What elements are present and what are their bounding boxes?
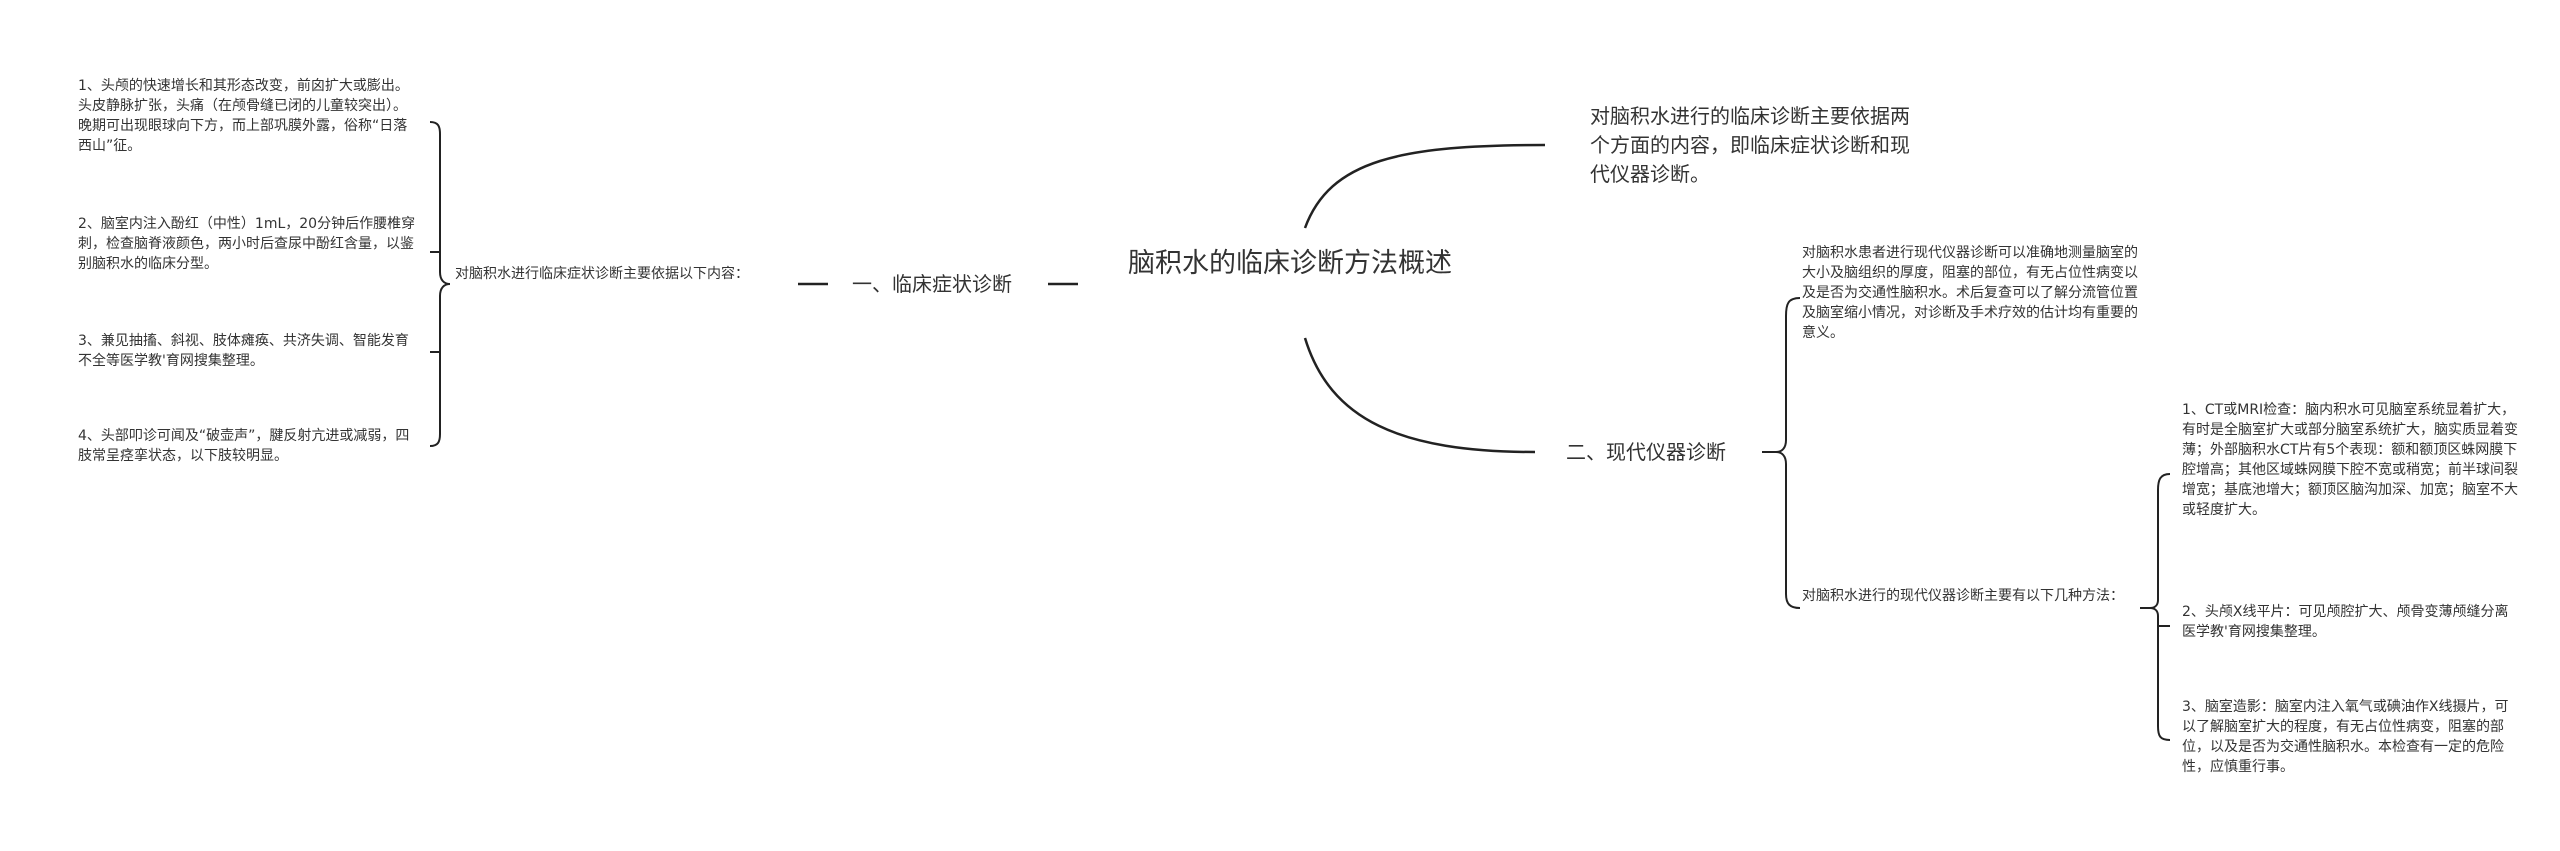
clinical-item-2[interactable]: 2、脑室内注入酚红（中性）1mL，20分钟后作腰椎穿刺，检查脑脊液颜色，两小时后… xyxy=(78,216,416,272)
clinical-sub-label[interactable]: 对脑积水进行临床症状诊断主要依据以下内容： xyxy=(455,266,749,282)
bracket-right-branch xyxy=(1775,297,1801,609)
connector-center-right-branch xyxy=(1303,337,1536,454)
bracket-method-items xyxy=(2149,473,2171,741)
branch-modern-instruments[interactable]: 二、现代仪器诊断 xyxy=(1566,440,1726,464)
method-item-2[interactable]: 2、头颅X线平片：可见颅腔扩大、颅骨变薄颅缝分离医学教'育网搜集整理。 xyxy=(2182,604,2509,640)
intro-node[interactable]: 对脑积水进行的临床诊断主要依据两个方面的内容，即临床症状诊断和现代仪器诊断。 xyxy=(1590,104,1910,186)
central-topic[interactable]: 脑积水的临床诊断方法概述 xyxy=(1128,248,1452,279)
branch-clinical-symptoms[interactable]: 一、临床症状诊断 xyxy=(852,272,1012,296)
method-item-3[interactable]: 3、脑室造影：脑室内注入氧气或碘油作X线摄片，可以了解脑室扩大的程度，有无占位性… xyxy=(2182,699,2509,775)
clinical-item-1[interactable]: 1、头颅的快速增长和其形态改变，前囟扩大或膨出。头皮静脉扩张，头痛（在颅骨缝已闭… xyxy=(78,78,409,154)
clinical-item-4[interactable]: 4、头部叩诊可闻及“破壶声”，腱反射亢进或减弱，四肢常呈痉挛状态，以下肢较明显。 xyxy=(78,428,410,464)
instrument-sub-label[interactable]: 对脑积水进行的现代仪器诊断主要有以下几种方法： xyxy=(1802,588,2124,604)
connector-center-intro xyxy=(1303,143,1546,229)
clinical-item-3[interactable]: 3、兼见抽搐、斜视、肢体瘫痪、共济失调、智能发育不全等医学教'育网搜集整理。 xyxy=(78,333,409,369)
bracket-left-items xyxy=(429,121,451,447)
instrument-desc[interactable]: 对脑积水患者进行现代仪器诊断可以准确地测量脑室的大小及脑组织的厚度，阻塞的部位，… xyxy=(1802,245,2138,341)
method-item-1[interactable]: 1、CT或MRI检查：脑内积水可见脑室系统显着扩大，有时是全脑室扩大或部分脑室系… xyxy=(2182,402,2518,518)
